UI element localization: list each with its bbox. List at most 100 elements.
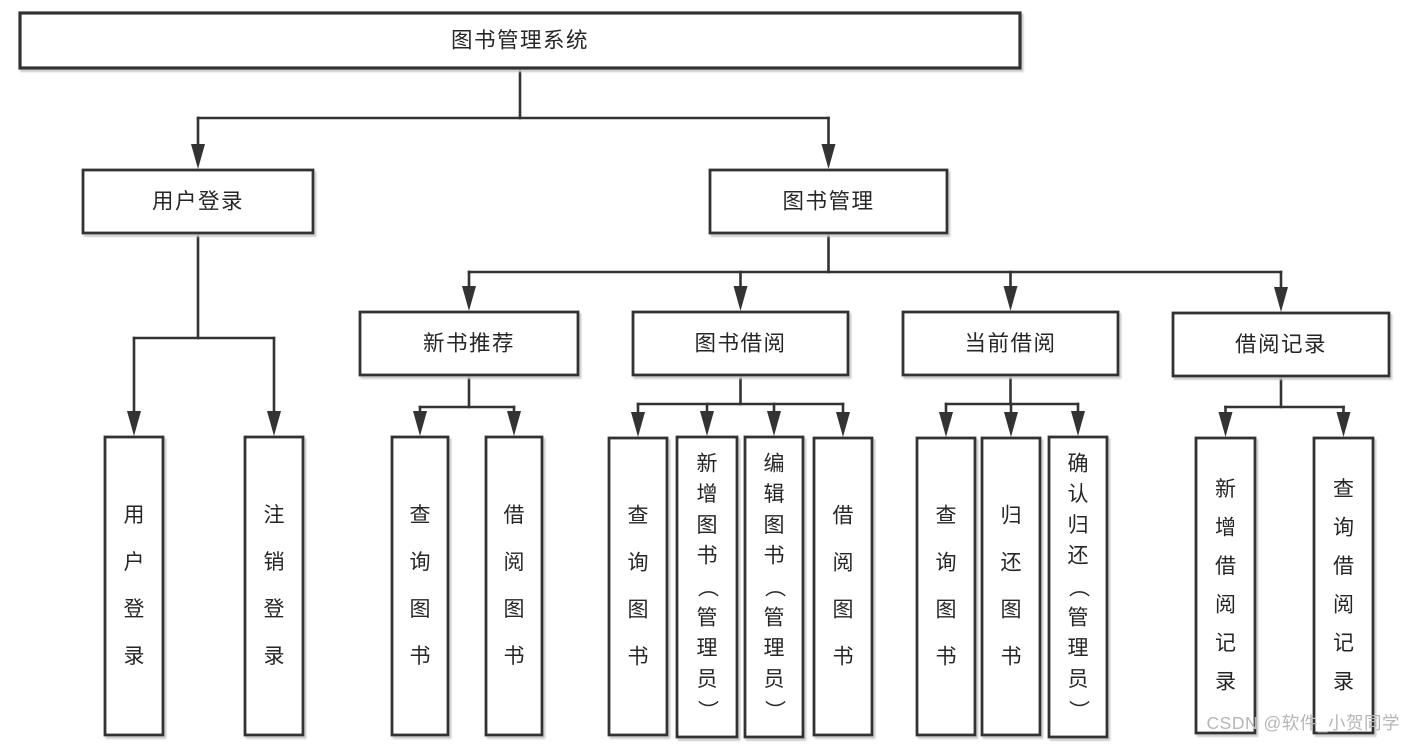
node-label-char: 查 <box>410 504 431 527</box>
arrowhead-icon <box>191 144 205 169</box>
node-label-char: 借 <box>833 505 854 528</box>
arrowhead-icon <box>507 411 521 436</box>
node-label-char: 理 <box>764 637 785 660</box>
node-label-char: 增 <box>697 483 718 506</box>
node-label-char: （ <box>763 577 786 598</box>
node-label-char: 录 <box>124 645 145 668</box>
node-label-char: 记 <box>1333 632 1354 655</box>
node-label-char: 辑 <box>764 483 785 506</box>
node-new-book-rec: 新书推荐 <box>358 310 580 377</box>
node-box <box>1171 311 1391 378</box>
node-label-char: 新 <box>697 452 718 475</box>
node-label-char: 归 <box>1068 514 1089 537</box>
node-label-char: 阅 <box>1333 593 1354 616</box>
node-label-char: 认 <box>1068 483 1089 506</box>
node-box <box>1312 436 1375 735</box>
node-box <box>607 436 669 737</box>
node-label-char: 阅 <box>833 552 854 575</box>
arrowhead-icon <box>939 412 953 437</box>
node-label-char: ） <box>696 700 719 721</box>
watermark: CSDN @软件_小贺同学 <box>1207 713 1400 734</box>
node-label-char: 管 <box>697 606 718 629</box>
node-label-char: 借 <box>504 504 525 527</box>
node-label-char: 用 <box>124 504 145 527</box>
node-label: 用户登录 <box>152 190 244 214</box>
node-label-char: 新 <box>1215 478 1236 501</box>
node-label-char: 管 <box>1068 606 1089 629</box>
node-box <box>358 310 580 377</box>
node-label-char: 编 <box>764 452 785 475</box>
node-label-char: （ <box>1067 577 1090 598</box>
node-label-char: 图 <box>628 599 649 622</box>
arrowhead-icon <box>631 412 645 437</box>
node-label-char: 询 <box>1333 516 1354 539</box>
connector-book-mgmt <box>462 231 1288 312</box>
arrowhead-icon <box>1003 286 1018 311</box>
diagram-nodes: 图书管理系统用户登录图书管理新书推荐图书借阅当前借阅借阅记录用户登录注销登录查询… <box>18 11 1391 739</box>
node-label-char: 图 <box>697 514 718 537</box>
connector-current-borrow <box>939 373 1085 437</box>
node-label-char: 员 <box>1068 668 1089 691</box>
arrowhead-icon <box>836 412 850 437</box>
node-label-char: 查 <box>936 505 957 528</box>
node-book-mgmt: 图书管理 <box>708 168 949 235</box>
node-root: 图书管理系统 <box>18 11 1022 70</box>
arrowhead-icon <box>767 411 781 436</box>
node-label: 新书推荐 <box>423 332 515 356</box>
arrowhead-icon <box>1071 411 1085 436</box>
node-label-char: 理 <box>697 637 718 660</box>
node-label-char: 书 <box>504 645 525 668</box>
node-label-char: 增 <box>1215 516 1236 539</box>
node-label: 图书借阅 <box>694 332 786 356</box>
node-label-char: 询 <box>410 551 431 574</box>
node-label-char: 理 <box>1068 637 1089 660</box>
node-label-char: 还 <box>1001 552 1022 575</box>
connector-new-book-rec <box>413 373 521 436</box>
node-box <box>1194 436 1257 735</box>
node-label-char: 书 <box>936 646 957 669</box>
node-label-char: ） <box>763 700 786 721</box>
node-label-char: 书 <box>410 645 431 668</box>
node-label-char: 确 <box>1068 452 1089 475</box>
arrowhead-icon <box>267 411 281 436</box>
node-label-char: 注 <box>264 504 285 527</box>
node-label-char: 书 <box>628 646 649 669</box>
node-box <box>901 310 1120 377</box>
arrowhead-icon <box>821 144 836 169</box>
node-box <box>103 435 165 737</box>
node-box <box>1047 435 1109 739</box>
node-label-char: 书 <box>697 545 718 568</box>
node-label-char: 借 <box>1333 555 1354 578</box>
node-label: 当前借阅 <box>964 332 1056 356</box>
arrowhead-icon <box>1274 287 1288 312</box>
node-user-login: 用户登录 <box>81 168 315 235</box>
node-box <box>81 168 315 235</box>
node-label-char: （ <box>696 577 719 598</box>
node-label-char: 阅 <box>1215 593 1236 616</box>
node-label-char: 图 <box>833 599 854 622</box>
node-label-char: 销 <box>264 551 285 574</box>
node-label: 图书管理 <box>782 190 874 214</box>
node-label: 借阅记录 <box>1235 333 1327 357</box>
node-label: 图书管理系统 <box>451 29 589 53</box>
node-label-char: 图 <box>1001 599 1022 622</box>
node-label-char: 图 <box>410 598 431 621</box>
node-box <box>390 435 450 737</box>
node-label-char: ） <box>1067 700 1090 721</box>
node-label-char: 书 <box>1001 646 1022 669</box>
node-box <box>743 435 805 739</box>
node-label-char: 书 <box>764 545 785 568</box>
node-label-char: 归 <box>1001 505 1022 528</box>
node-box <box>980 436 1042 737</box>
node-label-char: 录 <box>1215 670 1236 693</box>
node-box <box>631 310 850 377</box>
